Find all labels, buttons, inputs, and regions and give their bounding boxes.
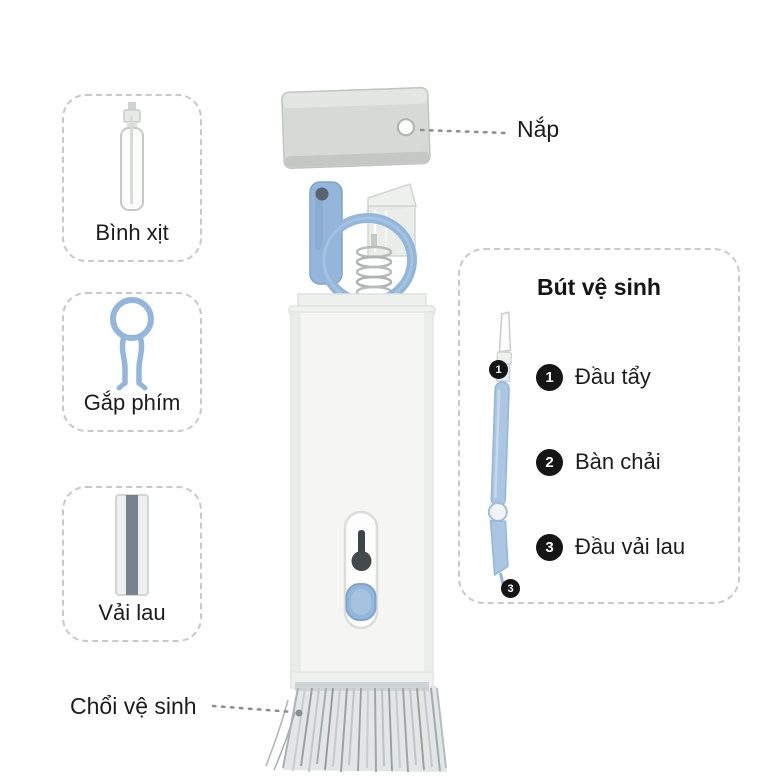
accessory-box-cloth: Vải lau — [62, 486, 202, 642]
pen-panel: Bút vệ sinh 1 Đầu tẩy 2 Bàn chải 3 Đầu v… — [458, 248, 740, 604]
accessory-box-keycap-puller: Gắp phím — [62, 292, 202, 432]
cap-connector-line — [419, 128, 508, 135]
pen-item-row: 1 Đầu tẩy — [536, 363, 651, 391]
cloth-label: Vải lau — [98, 600, 166, 625]
cap-shape — [281, 86, 431, 170]
brush-connector-line — [211, 704, 303, 717]
main-body — [288, 305, 436, 689]
keycap-puller-icon — [64, 294, 200, 392]
slider-slot — [343, 510, 379, 630]
cleaning-pen-shape — [487, 311, 512, 591]
brush-bristles — [265, 682, 447, 773]
cap-label: Nắp — [517, 116, 560, 142]
pen-panel-title: Bút vệ sinh — [537, 274, 661, 300]
keycap-puller-label: Gắp phím — [83, 390, 181, 415]
pen-item-row: 2 Bàn chải — [536, 448, 661, 476]
pen-marker-1: 1 — [489, 360, 508, 379]
pen-item-3-badge: 3 — [536, 533, 563, 561]
spray-bottle-icon — [64, 96, 200, 222]
pen-item-3-label: Đầu vải lau — [575, 534, 686, 559]
pen-item-2-badge: 2 — [536, 448, 563, 476]
pen-item-2-label: Bàn chải — [575, 449, 661, 474]
spray-bottle-label: Bình xịt — [95, 220, 169, 245]
pen-item-1-label: Đầu tẩy — [575, 364, 651, 389]
cloth-icon — [64, 488, 200, 602]
accessory-box-spray: Bình xịt — [62, 94, 202, 262]
pen-item-1-badge: 1 — [536, 363, 563, 391]
pen-item-row: 3 Đầu vải lau — [536, 533, 685, 561]
pen-marker-3: 3 — [501, 579, 520, 598]
brush-label: Chổi vệ sinh — [70, 693, 197, 719]
